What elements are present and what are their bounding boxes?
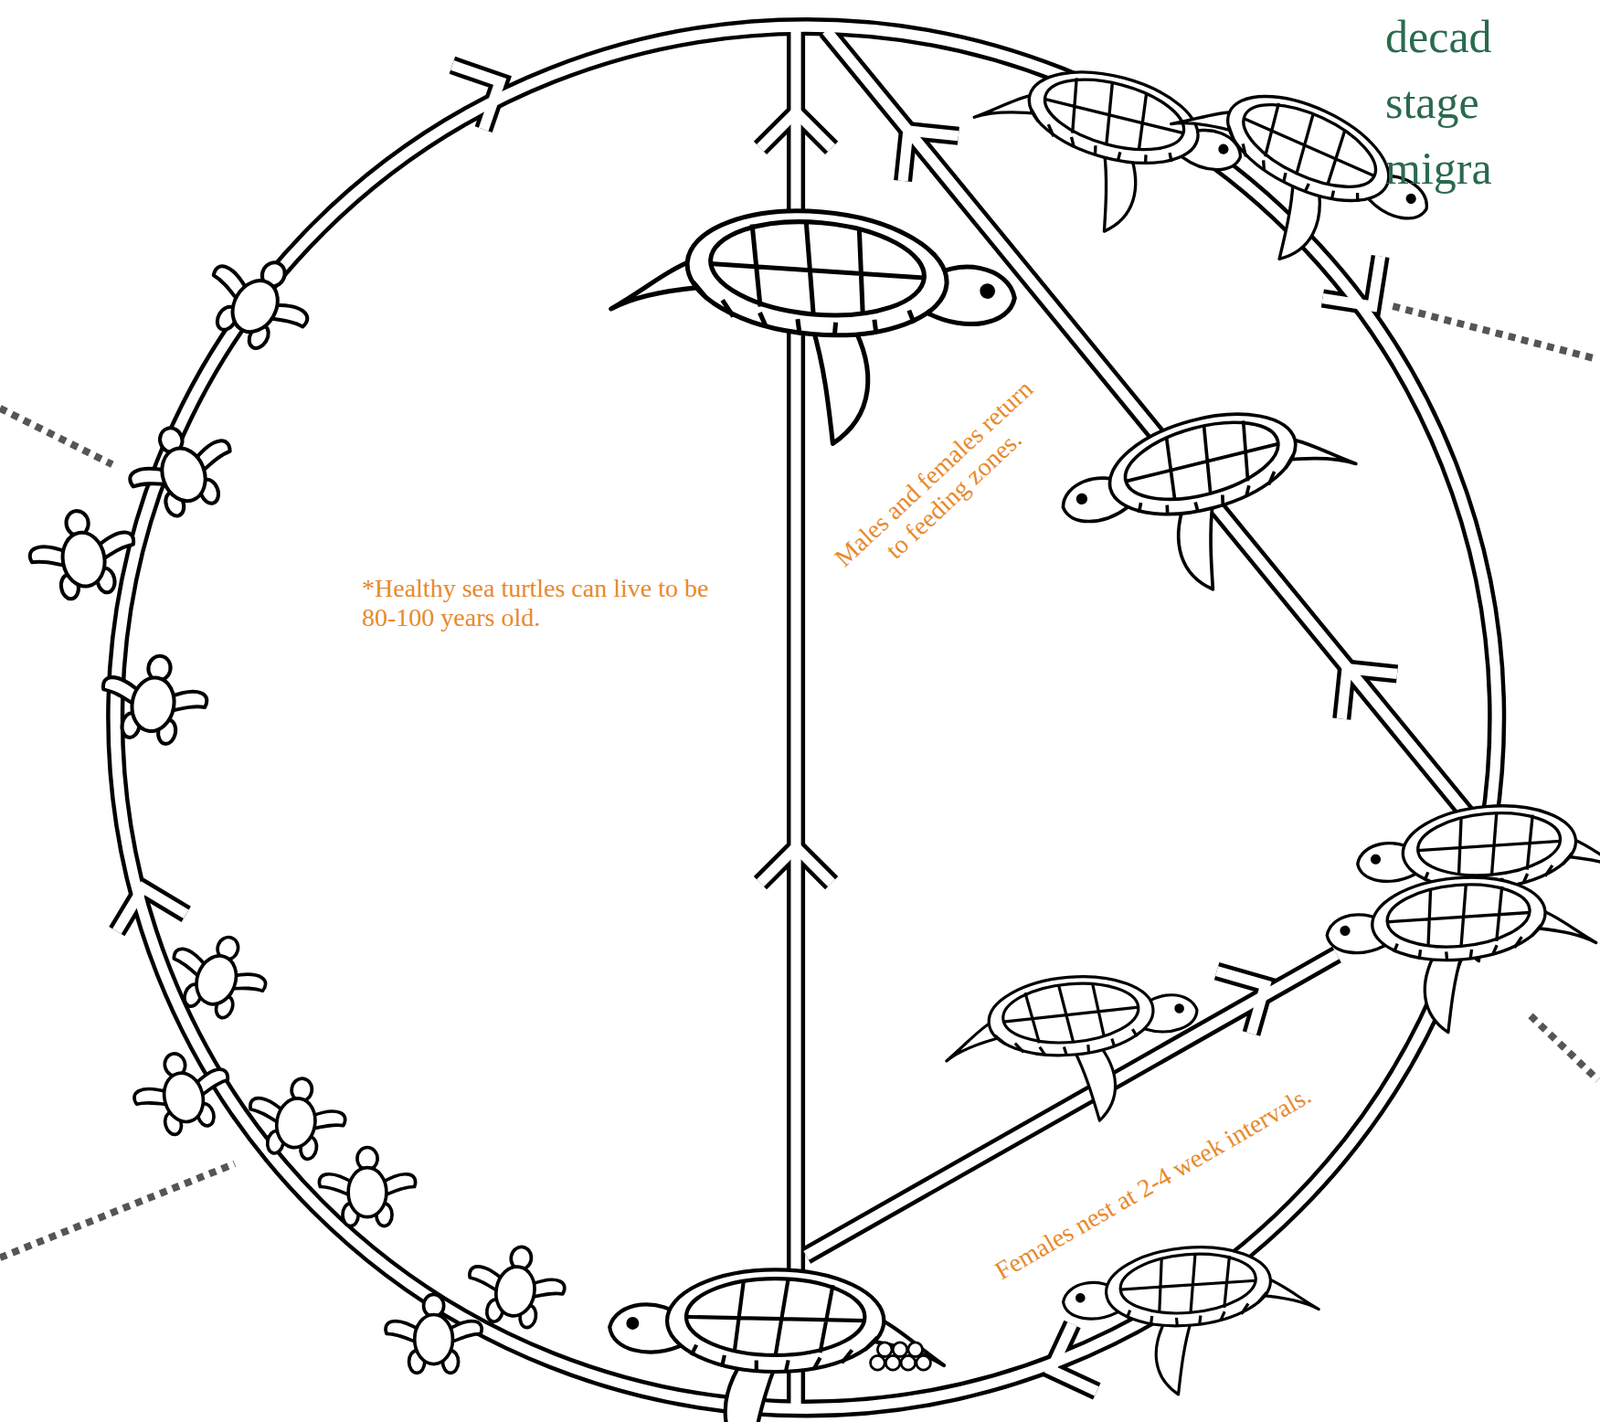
hatchling bbox=[318, 1147, 415, 1227]
hatchling bbox=[125, 1041, 239, 1143]
hatchling bbox=[385, 1293, 482, 1373]
adult-turtle bbox=[601, 194, 1021, 459]
adult-turtle bbox=[953, 42, 1252, 261]
hatchling bbox=[117, 410, 246, 527]
nesting-turtle bbox=[609, 1269, 944, 1422]
lifespan-note: *Healthy sea turtles can live to be 80-1… bbox=[361, 573, 746, 633]
leader-lines bbox=[0, 306, 1599, 1258]
hatchling bbox=[159, 921, 277, 1028]
adult-turtle bbox=[1323, 866, 1600, 1042]
hatchling bbox=[243, 1070, 352, 1165]
egg-clutch bbox=[870, 1342, 932, 1370]
cut-heading-line: stage bbox=[1385, 76, 1480, 130]
hatchling bbox=[95, 646, 213, 750]
hatchling bbox=[190, 237, 325, 365]
cut-heading-line: migra bbox=[1385, 142, 1493, 196]
cycle-track bbox=[107, 26, 1497, 1409]
adult-turtle bbox=[940, 965, 1207, 1134]
adult-turtle bbox=[1059, 1236, 1325, 1404]
feeding-note: Males and females return to feeding zone… bbox=[824, 370, 1064, 599]
cut-heading-line: decad bbox=[1385, 10, 1493, 64]
nesting-note: Females nest at 2-4 week intervals. bbox=[990, 1080, 1317, 1287]
cycle-track bbox=[107, 26, 1497, 1409]
hatchling bbox=[462, 1238, 572, 1333]
adult-turtle bbox=[1049, 381, 1378, 621]
hatchling bbox=[23, 501, 142, 604]
